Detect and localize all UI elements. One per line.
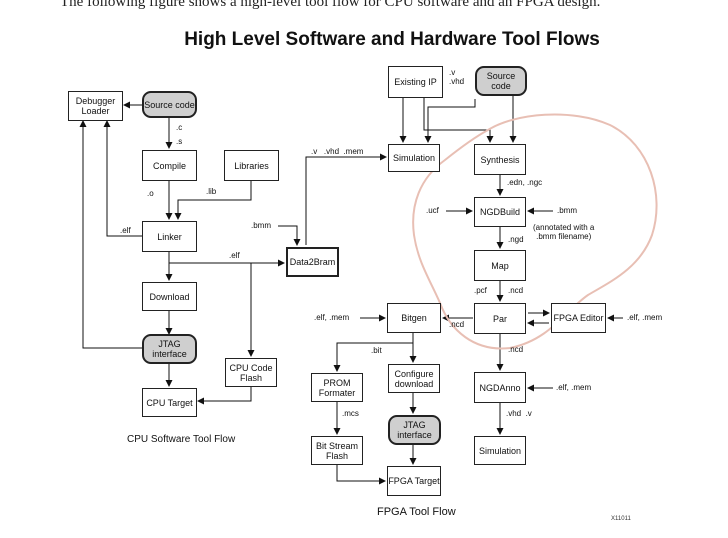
label-bmm: .bmm [251,221,271,230]
arrow-bmm-to-data2bram [278,225,301,246]
header-text: The following figure shows a high-level … [60,0,601,10]
map-box: Map [474,250,526,281]
label-ucf: .ucf [426,206,439,215]
bit-stream-flash-box: Bit Stream Flash [311,436,363,465]
label-v-vhd-mem: .v .vhd .mem [311,147,364,156]
label-pcf: .pcf [474,286,487,295]
label-bmm-right: .bmm [557,206,577,215]
data2bram-box: Data2Bram [286,247,339,277]
label-s: .s [176,137,183,146]
arrow-data2bram-to-simulation [305,153,387,245]
caption-cpu-flow: CPU Software Tool Flow [127,434,236,445]
arrow-ip-to-synthesis [423,98,494,143]
label-vhd-v: .vhd .v [506,409,532,418]
label-lib: .lib [206,187,217,196]
prom-formater-box: PROM Formater [311,373,363,402]
label-edn-ngc: .edn, .ngc [507,178,543,187]
label-mcs: .mcs [342,409,359,418]
compile-box: Compile [142,150,197,181]
label-elf-mid: .elf [229,251,240,260]
fpga-target-box: FPGA Target [387,466,441,496]
simulation-bottom-box: Simulation [474,436,526,465]
ngdbuild-box: NGDBuild [474,197,526,227]
label-elf-mem-right: .elf, .mem [627,313,663,322]
configure-download-box: Configure download [388,364,440,393]
fpga-editor-box: FPGA Editor [551,303,606,333]
label-annotated: (annotated with a .bmm filename) [533,223,595,241]
label-elf-mem-anno: .elf, .mem [556,383,592,392]
arrow-jtag-to-debugger [79,120,142,349]
arrow-source-to-simulation [424,99,476,143]
download-box: Download [142,282,197,311]
label-ncd-map: .ncd [508,286,524,295]
figure-code: X11011 [611,516,631,522]
label-c: .c [176,123,183,132]
synthesis-box: Synthesis [474,144,526,175]
source-code-pill-cpu: Source code [142,91,197,118]
linker-box: Linker [142,221,197,252]
arrow-bitgen-to-prom [333,342,413,372]
ngdanno-box: NGDAnno [474,372,526,403]
simulation-top-box: Simulation [388,144,440,172]
label-ncd-bitgen: .ncd [449,320,465,329]
libraries-box: Libraries [224,150,279,181]
label-elf-left: .elf [120,226,131,235]
source-code-pill-fpga: Source code [475,66,527,96]
cpu-target-box: CPU Target [142,388,197,417]
label-bit: .bit [371,346,382,355]
existing-ip-box: Existing IP [388,66,443,98]
par-box: Par [474,303,526,334]
bitgen-box: Bitgen [387,303,441,333]
annotation-ring [412,113,658,350]
figure-title: High Level Software and Hardware Tool Fl… [184,29,600,50]
cpu-code-flash-box: CPU Code Flash [225,358,277,387]
label-ncd-anno: .ncd [508,345,524,354]
arrow-libraries-to-linker [174,181,252,220]
arrow-linker-to-debugger [103,120,142,237]
label-ngd: .ngd [508,235,524,244]
debugger-loader-box: Debugger Loader [68,91,123,121]
arrow-codeflash-to-cputarget [197,387,252,405]
jtag-interface-pill-cpu: JTAG interface [142,334,197,364]
jtag-interface-pill-fpga: JTAG interface [388,415,441,445]
label-o: .o [147,189,154,198]
label-elf-mem-left: .elf, .mem [314,313,350,322]
caption-fpga-flow: FPGA Tool Flow [377,506,456,518]
label-v-vhd-top: .v .vhd [449,68,465,86]
arrow-bsflash-to-fpgatarget [336,465,386,485]
